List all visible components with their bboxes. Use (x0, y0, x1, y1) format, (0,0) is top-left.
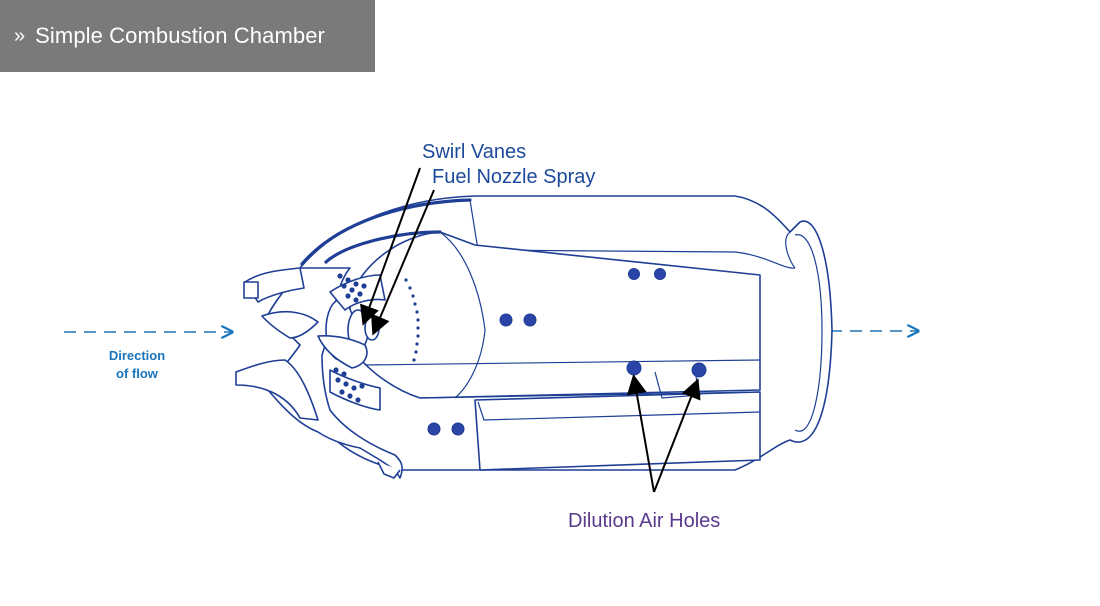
fuel-nozzle-spray-label: Fuel Nozzle Spray (432, 166, 595, 188)
dilution-air-holes-label: Dilution Air Holes (568, 510, 720, 532)
direction-label-line2: of flow (116, 366, 159, 381)
air-hole (500, 314, 512, 326)
air-hole (452, 423, 464, 435)
air-hole (627, 361, 641, 375)
air-hole (629, 269, 640, 280)
air-hole (692, 363, 706, 377)
air-hole (524, 314, 536, 326)
direction-label-line1: Direction (109, 348, 165, 363)
swirl-vanes-label: Swirl Vanes (422, 141, 526, 163)
air-hole (655, 269, 666, 280)
air-hole (428, 423, 440, 435)
